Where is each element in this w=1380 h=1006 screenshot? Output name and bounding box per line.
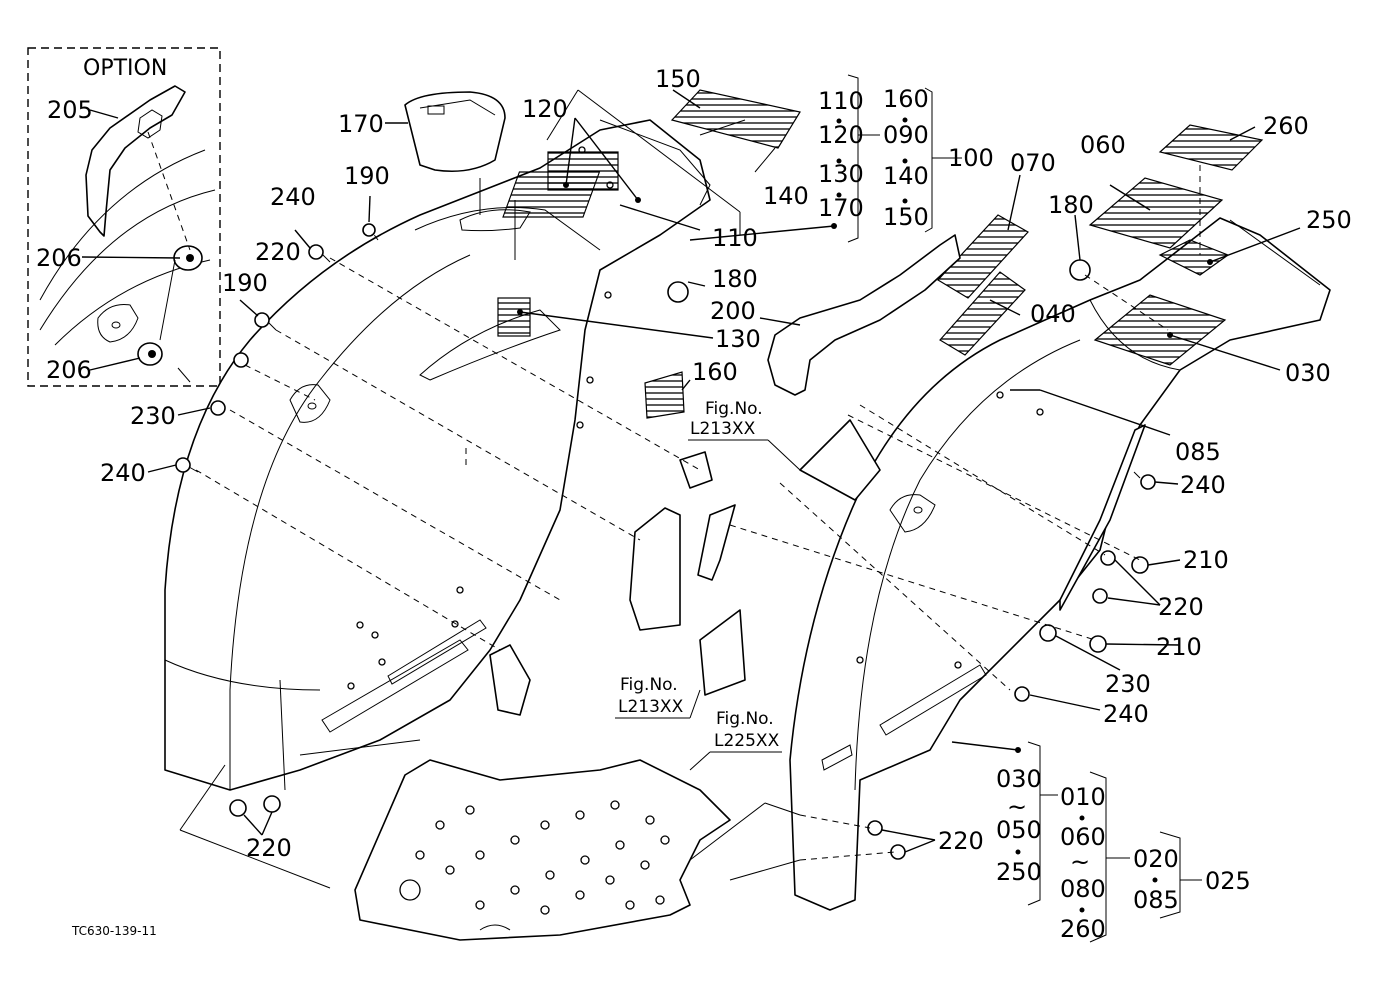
decal-040 — [939, 271, 1026, 356]
group100-c1-3: 170 — [818, 194, 864, 222]
groupb-020: 020 — [1133, 845, 1179, 873]
bracket-f — [799, 419, 881, 501]
group100-c1-1: 120 — [818, 121, 864, 149]
drawing-code: TC630-139-11 — [71, 924, 157, 938]
bracket-a — [629, 507, 681, 631]
label-220-right: 220 — [1158, 593, 1204, 621]
label-205: 205 — [47, 96, 93, 124]
label-leaders — [147, 89, 1301, 853]
decal-070 — [937, 214, 1029, 299]
grab-handle-option-part — [85, 85, 186, 237]
decal-160 — [644, 371, 685, 419]
floor-holes — [415, 800, 670, 915]
label-240-lower-right: 240 — [1103, 700, 1149, 728]
groupb-260: 260 — [1060, 915, 1106, 943]
grab-handle — [767, 234, 961, 396]
bolts — [175, 223, 1156, 860]
bracket-e — [679, 451, 713, 489]
group100-c1-2: 130 — [818, 160, 864, 188]
decal-150 — [670, 89, 801, 149]
group100-c2-2: 140 — [883, 162, 929, 190]
label-085: 085 — [1175, 438, 1221, 466]
label-230-right: 230 — [1105, 670, 1151, 698]
label-040: 040 — [1030, 300, 1076, 328]
right-fender — [789, 124, 1331, 911]
option-title: OPTION — [83, 56, 167, 81]
figref-3-label: Fig.No. — [716, 709, 774, 729]
bracket-c — [489, 644, 531, 716]
group100-total: 100 — [948, 144, 994, 172]
label-206-lower: 206 — [46, 356, 92, 384]
figref-1-label: Fig.No. — [705, 399, 763, 419]
leader-lines — [179, 89, 1201, 889]
label-210-upper: 210 — [1183, 546, 1229, 574]
groupb-010: 010 — [1060, 783, 1106, 811]
decal-130 — [497, 297, 531, 337]
label-130: 130 — [715, 325, 761, 353]
label-120: 120 — [522, 95, 568, 123]
groupb-085: 085 — [1133, 886, 1179, 914]
label-140: 140 — [763, 182, 809, 210]
label-240-right: 240 — [1180, 471, 1226, 499]
figref-2-code: L213XX — [618, 697, 684, 717]
decal-030 — [1093, 294, 1227, 366]
decal-060 — [1088, 177, 1224, 249]
label-160: 160 — [692, 358, 738, 386]
groupb-250: 250 — [996, 858, 1042, 886]
group-100: 110 120 130 170 160 090 140 150 100 — [818, 74, 994, 243]
groupb-030: 030 — [996, 765, 1042, 793]
figure-references: Fig.No. L213XX Fig.No. L213XX Fig.No. L2… — [615, 399, 801, 771]
left-fender — [164, 89, 837, 791]
bracket-d — [697, 504, 736, 581]
label-060: 060 — [1080, 131, 1126, 159]
figref-1-code: L213XX — [690, 419, 756, 439]
group100-c2-1: 090 — [883, 121, 929, 149]
label-210-lower: 210 — [1156, 633, 1202, 661]
groupb-050: 050 — [996, 816, 1042, 844]
groupb-060: 060 — [1060, 823, 1106, 851]
label-260: 260 — [1263, 112, 1309, 140]
label-180-right: 180 — [1048, 191, 1094, 219]
option-box: OPTION 205 206 206 — [27, 47, 221, 387]
small-parts — [175, 91, 1156, 860]
label-220-upper: 220 — [255, 238, 301, 266]
group100-c2-3: 150 — [883, 203, 929, 231]
group100-c2-0: 160 — [883, 85, 929, 113]
left-fender-holes — [347, 146, 614, 690]
group100-c1-0: 110 — [818, 87, 864, 115]
bracket-b — [699, 609, 746, 696]
label-230-left: 230 — [130, 402, 176, 430]
label-110: 110 — [712, 224, 758, 252]
groupb-total: 025 — [1205, 867, 1251, 895]
decal-110 — [502, 171, 601, 218]
label-030: 030 — [1285, 359, 1331, 387]
part-labels: 150 120 170 190 240 220 190 230 240 140 … — [100, 65, 1352, 862]
label-200: 200 — [710, 297, 756, 325]
cup-holder — [404, 91, 506, 173]
label-150: 150 — [655, 65, 701, 93]
label-220-bottom-left: 220 — [246, 834, 292, 862]
groupb-tilde1: ~ — [1007, 793, 1027, 821]
floor-plate — [354, 759, 731, 941]
label-180-left: 180 — [712, 265, 758, 293]
label-240-left: 240 — [100, 459, 146, 487]
label-170: 170 — [338, 110, 384, 138]
figref-2-label: Fig.No. — [620, 675, 678, 695]
groupb-tilde2: ~ — [1070, 848, 1090, 876]
label-206-upper: 206 — [36, 244, 82, 272]
label-220-bottom-right: 220 — [938, 827, 984, 855]
label-240-upper: 240 — [270, 183, 316, 211]
label-190-upper: 190 — [344, 162, 390, 190]
label-190-lower: 190 — [222, 269, 268, 297]
label-250: 250 — [1306, 206, 1352, 234]
figref-3-code: L225XX — [714, 731, 780, 751]
group-bottom: 030 ~ 050 250 010 060 ~ 080 260 020 085 … — [996, 741, 1251, 943]
label-070: 070 — [1010, 149, 1056, 177]
groupb-080: 080 — [1060, 875, 1106, 903]
